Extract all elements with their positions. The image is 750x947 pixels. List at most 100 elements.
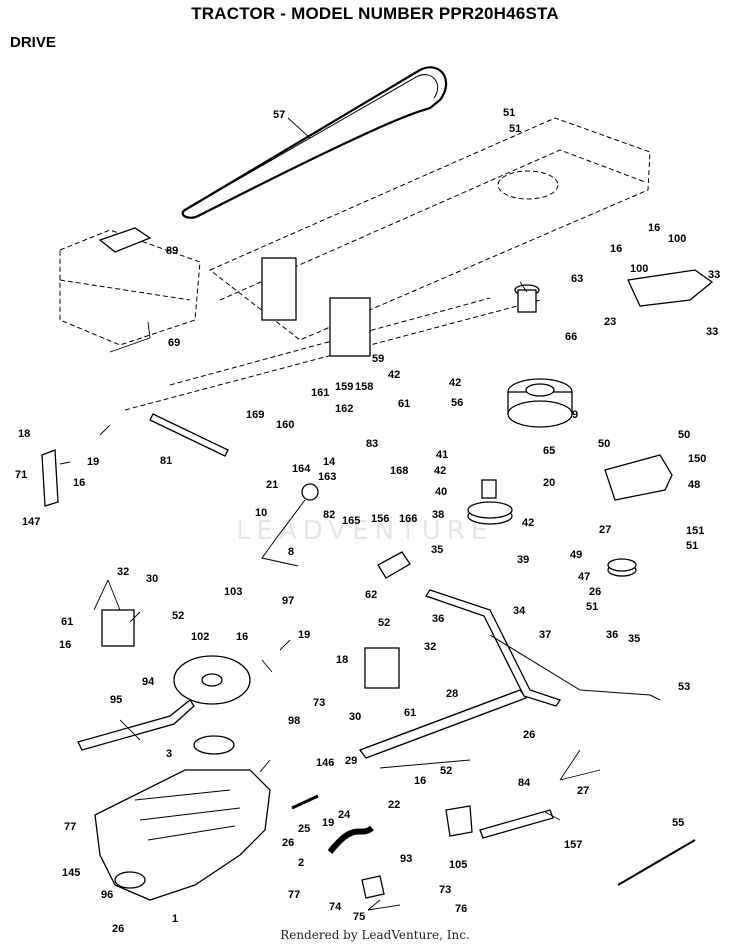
callout: 73: [439, 884, 451, 896]
callout: 55: [672, 817, 684, 829]
callout: 97: [282, 595, 294, 607]
callout: 95: [110, 694, 122, 706]
callout: 16: [610, 243, 622, 255]
callout: 35: [431, 544, 443, 556]
callout: 63: [571, 273, 583, 285]
callout: 10: [255, 507, 267, 519]
callout: 73: [313, 697, 325, 709]
callout: 145: [62, 867, 80, 879]
connector-74: [361, 875, 385, 899]
callout: 42: [522, 517, 534, 529]
callout: 96: [101, 889, 113, 901]
callout: 30: [349, 711, 361, 723]
bracket-30-left: [101, 609, 135, 647]
callout: 81: [160, 455, 172, 467]
callout: 94: [142, 676, 155, 688]
callout: 16: [236, 631, 248, 643]
watermark: LEADVENTURE: [236, 516, 494, 546]
callout: 156: [371, 513, 389, 525]
callout: 8: [288, 546, 294, 558]
callout: 76: [455, 903, 467, 915]
callout: 161: [311, 387, 329, 399]
callout: 18: [18, 428, 30, 440]
bracket-48: [604, 454, 673, 501]
callout: 146: [316, 757, 334, 769]
callout: 22: [388, 799, 400, 811]
callout: 71: [15, 469, 27, 481]
spring-25: [291, 794, 319, 810]
callout: 74: [329, 901, 342, 913]
callout: 19: [322, 817, 334, 829]
callout: 89: [166, 245, 178, 257]
leader-lines: [59, 117, 601, 911]
callout: 65: [543, 445, 555, 457]
callout: 35: [628, 633, 640, 645]
callout: 32: [424, 641, 436, 653]
callout: 41: [436, 449, 448, 461]
callout: 51: [509, 123, 521, 135]
transaxle-pulley: [193, 735, 235, 755]
callout: 2: [298, 857, 304, 869]
callout: 102: [191, 631, 209, 643]
callout: 27: [577, 785, 589, 797]
callout: 19: [87, 456, 99, 468]
callout: 61: [404, 707, 416, 719]
callout: 160: [276, 419, 294, 431]
callout: 34: [513, 605, 526, 617]
callout: 158: [355, 381, 373, 393]
callout: 49: [570, 549, 582, 561]
callout: 48: [688, 479, 700, 491]
bracket-23: [627, 269, 714, 307]
callout: 162: [335, 403, 353, 415]
callout: 3: [166, 748, 172, 760]
callout: 66: [565, 331, 577, 343]
drive-belt: [181, 66, 448, 219]
callout: 164: [292, 463, 311, 475]
callout: 50: [678, 429, 690, 441]
callout: 98: [288, 715, 300, 727]
callout: 32: [117, 566, 129, 578]
callout: 16: [648, 222, 660, 234]
callout: 47: [578, 571, 590, 583]
callout: 52: [440, 765, 452, 777]
callout: 151: [686, 525, 704, 537]
callout: 52: [172, 610, 184, 622]
callout: 23: [604, 316, 616, 328]
callout: 36: [432, 613, 444, 625]
callout: 42: [434, 465, 446, 477]
bracket-89: [98, 227, 152, 253]
callout: 51: [686, 540, 698, 552]
callout: 9: [572, 409, 578, 421]
hose-93: [327, 825, 374, 854]
bracket-105: [445, 805, 473, 837]
callout: 42: [449, 377, 461, 389]
shift-lever: [261, 483, 319, 567]
callout: 56: [451, 397, 463, 409]
callout: 16: [73, 477, 85, 489]
callout: 38: [432, 509, 444, 521]
footer-credit: Rendered by LeadVenture, Inc.: [280, 928, 470, 942]
callout: 19: [298, 629, 310, 641]
transaxle: [94, 769, 271, 901]
idler-pulley: [607, 558, 637, 577]
callout: 105: [449, 859, 467, 871]
callout: 100: [630, 263, 648, 275]
callout: 28: [446, 688, 458, 700]
callout: 100: [668, 233, 686, 245]
callout: 159: [335, 381, 353, 393]
callout: 150: [688, 453, 706, 465]
callout: 103: [224, 586, 242, 598]
callout: 84: [518, 777, 531, 789]
rod-157: [479, 809, 554, 839]
callout: 61: [61, 616, 73, 628]
bracket-71: [41, 449, 59, 507]
callout: 75: [353, 911, 365, 923]
rod-81: [149, 413, 229, 457]
callout: 37: [539, 629, 551, 641]
callout: 1: [172, 913, 178, 925]
callout: 59: [372, 353, 384, 365]
linkage-rods: [358, 589, 661, 769]
callout: 26: [523, 729, 535, 741]
